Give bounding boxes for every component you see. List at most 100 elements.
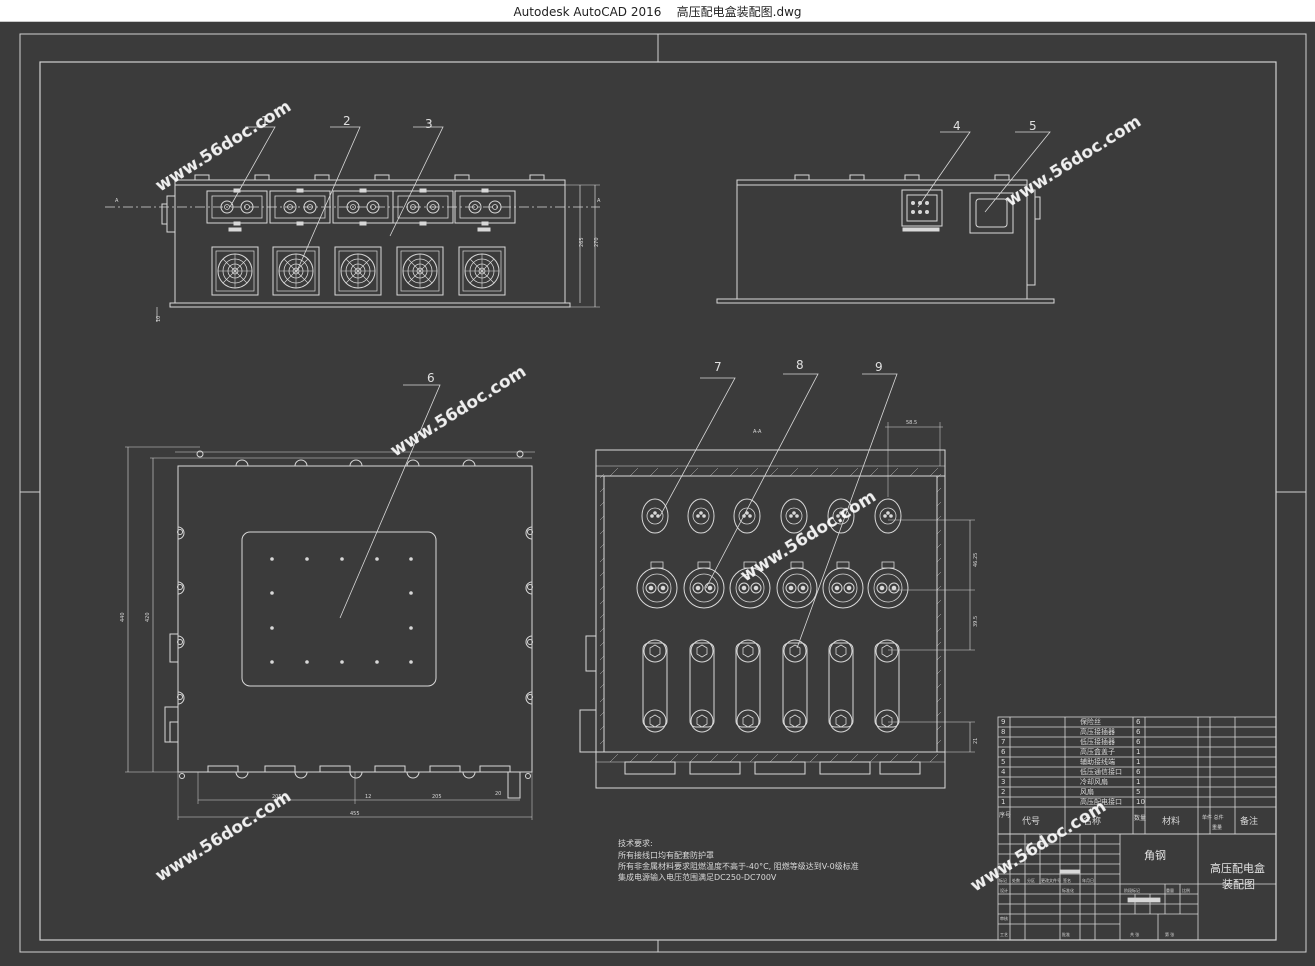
window-title: Autodesk AutoCAD 2016 高压配电盒装配图.dwg xyxy=(0,3,1315,20)
bom-header-code: 代号 xyxy=(1022,816,1040,827)
dim-265: 265 xyxy=(579,237,585,247)
balloon-leaders xyxy=(229,126,1051,649)
title-block xyxy=(997,833,1277,941)
tb-material: 角钢 xyxy=(1144,849,1166,862)
bom-row-name: 冷却风扇 xyxy=(1080,777,1108,786)
app-title: Autodesk AutoCAD 2016 xyxy=(513,5,662,19)
section-view-aa[interactable] xyxy=(579,422,975,789)
bom-row-qty: 6 xyxy=(1136,738,1141,746)
bom-row-no: 8 xyxy=(1001,728,1005,736)
technical-notes: 技术要求: 所有接线口均有配套防护罩 所有非金属材料要求阻燃温度不高于-40°C… xyxy=(618,838,859,882)
tb-label-standard: 标准化 xyxy=(1062,887,1074,893)
top-view-cover[interactable] xyxy=(125,446,535,820)
dim-21: 21 xyxy=(973,738,979,744)
dim-10: 10 xyxy=(156,316,162,322)
dim-455: 455 xyxy=(350,811,360,817)
balloon-7: 7 xyxy=(714,360,722,374)
bom-row-no: 2 xyxy=(1001,788,1005,796)
balloon-8: 8 xyxy=(796,358,804,372)
bom-header-name: 名称 xyxy=(1083,815,1101,827)
tb-label-design: 设计 xyxy=(1000,887,1008,893)
notes-line-3: 集成电源输入电压范围满足DC250-DC700V xyxy=(618,872,777,882)
watermark-5: www.56doc.com xyxy=(152,787,295,887)
tb-label-sheets: 共 张 xyxy=(1130,931,1139,937)
dim-12: 12 xyxy=(365,794,371,800)
dim-205-left: 205 xyxy=(272,794,282,800)
bom-row-qty: 10 xyxy=(1136,798,1145,806)
balloon-6: 6 xyxy=(427,371,435,385)
tb-label-stage: 阶段标记 xyxy=(1124,887,1140,893)
dim-39-5: 39.5 xyxy=(973,616,979,627)
tb-label-zone: 分区 xyxy=(1027,877,1035,883)
front-view[interactable] xyxy=(105,174,600,322)
watermark-2: www.56doc.com xyxy=(1002,112,1145,212)
front-view-dimensions: A A 265 270 10 xyxy=(115,198,601,322)
balloon-4: 4 xyxy=(953,119,961,133)
bom-header-remark: 备注 xyxy=(1240,815,1258,827)
bom-header-qty: 数量 xyxy=(1134,814,1146,822)
bom-row-name: 低压接插器 xyxy=(1080,737,1115,746)
bom-row-name: 高压接插器 xyxy=(1080,727,1115,736)
drawing-border xyxy=(19,33,1307,953)
bom-row-no: 5 xyxy=(1001,758,1005,766)
tb-label-count: 处数 xyxy=(1012,877,1020,883)
balloon-2: 2 xyxy=(343,114,351,128)
bom-row-qty: 1 xyxy=(1136,778,1140,786)
bom-rows: 9 保险丝 6 8 高压接插器 6 7 低压接插器 6 6 高压盒盖子 1 5 辅助接线端 1 4 低… xyxy=(1001,717,1145,806)
balloon-1: 1 xyxy=(261,114,269,128)
bom-row-name: 保险丝 xyxy=(1080,717,1101,726)
bom-row-qty: 6 xyxy=(1136,718,1141,726)
bom-row-no: 1 xyxy=(1001,798,1005,806)
bom-header-unit-total: 单件 总件 xyxy=(1202,814,1224,821)
drawing-canvas[interactable]: A A 265 270 10 xyxy=(0,22,1315,962)
tb-label-date: 年月日 xyxy=(1082,877,1094,883)
bom-row-name: 低压通信接口 xyxy=(1080,767,1122,776)
balloon-numbers: 1 2 3 4 5 6 7 8 9 xyxy=(261,114,1037,385)
bom-row-qty: 6 xyxy=(1136,768,1141,776)
tb-label-process: 工艺 xyxy=(1000,932,1008,937)
bom-row-qty: 5 xyxy=(1136,788,1140,796)
bom-header-no: 序号 xyxy=(999,811,1011,819)
dim-20: 20 xyxy=(495,791,501,797)
tb-title-line2: 装配图 xyxy=(1222,878,1255,891)
dim-58-5: 58.5 xyxy=(906,420,917,426)
balloon-3: 3 xyxy=(425,117,433,131)
bom-header-material: 材料 xyxy=(1162,815,1180,827)
dim-205-right: 205 xyxy=(432,794,442,800)
tb-label-mark: 标记 xyxy=(999,877,1007,883)
dim-270: 270 xyxy=(594,237,600,247)
section-mark-right: A xyxy=(597,198,601,204)
bom-row-no: 4 xyxy=(1001,768,1006,776)
watermark-1: www.56doc.com xyxy=(152,97,295,197)
tb-label-review: 审核 xyxy=(1000,915,1008,921)
tb-label-sign: 签名 xyxy=(1063,877,1071,883)
watermarks: www.56doc.com www.56doc.com www.56doc.co… xyxy=(152,97,1145,897)
dim-440: 440 xyxy=(120,612,126,622)
bom-row-name: 高压配电接口 xyxy=(1080,797,1122,806)
bom-row-no: 6 xyxy=(1001,748,1006,756)
bom-row-name: 风扇 xyxy=(1080,787,1094,796)
notes-line-2: 所有非金属材料要求阻燃温度不高于-40°C, 阻燃等级达到V-0级标准 xyxy=(618,861,859,871)
tb-label-sheet-no: 第 张 xyxy=(1165,931,1174,937)
title-block-text: 标记 处数 分区 更改文件号 签名 年月日 设计 标准化 阶段标记 重量 比例 … xyxy=(999,877,1190,937)
bom-row-no: 7 xyxy=(1001,738,1005,746)
tb-label-change-doc: 更改文件号 xyxy=(1041,877,1061,883)
section-label: A-A xyxy=(753,429,762,435)
tb-title-line1: 高压配电盒 xyxy=(1210,861,1265,875)
bom-row-no: 9 xyxy=(1001,718,1005,726)
bom-row-name: 辅助接线端 xyxy=(1080,757,1115,766)
bom-row-qty: 1 xyxy=(1136,748,1140,756)
bom-row-no: 3 xyxy=(1001,778,1005,786)
bom-header: 序号 代号 名称 数量 材料 单件 总件 重量 备注 xyxy=(999,811,1258,831)
balloon-5: 5 xyxy=(1029,119,1037,133)
bom-header-weight: 重量 xyxy=(1212,824,1222,831)
window-titlebar: Autodesk AutoCAD 2016 高压配电盒装配图.dwg xyxy=(0,0,1315,22)
tb-label-approve: 批准 xyxy=(1062,931,1070,937)
notes-line-1: 所有接线口均有配套防护罩 xyxy=(618,850,714,860)
bom-row-name: 高压盒盖子 xyxy=(1080,747,1115,756)
tb-label-scale: 比例 xyxy=(1182,887,1190,893)
dim-420: 420 xyxy=(145,612,151,622)
bom-row-qty: 6 xyxy=(1136,728,1141,736)
section-mark-left: A xyxy=(115,198,119,204)
side-view[interactable] xyxy=(716,174,1055,304)
